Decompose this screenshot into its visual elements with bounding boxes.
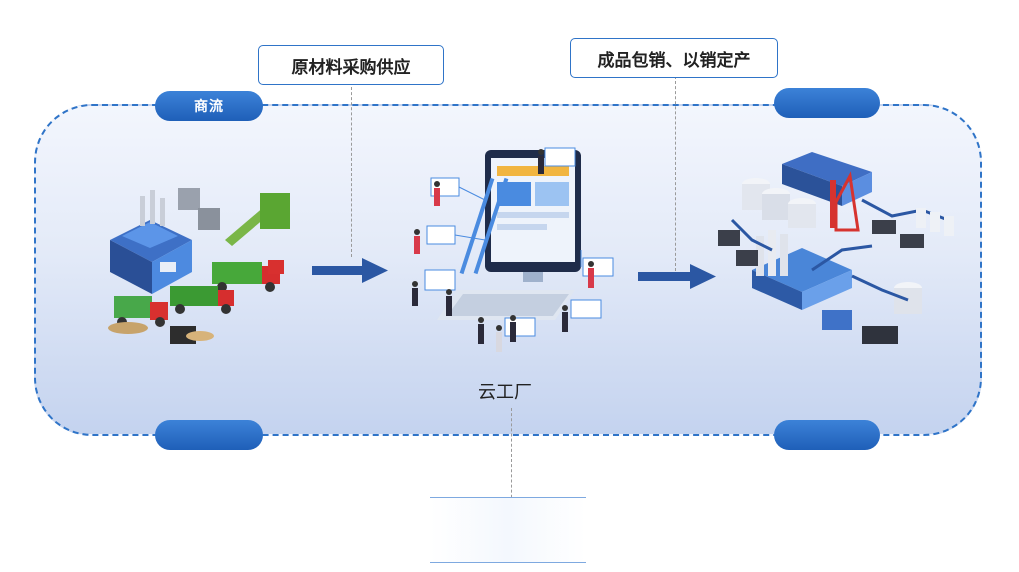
arrow-right-1 xyxy=(312,258,388,283)
label-raw-material: 原材料采购供应 xyxy=(258,45,444,85)
connector-left xyxy=(351,82,352,257)
center-caption: 云工厂 xyxy=(478,382,532,403)
factory-recycling-icon xyxy=(108,188,290,344)
label-finished-goods: 成品包销、以销定产 xyxy=(570,38,778,78)
connector-bottom xyxy=(511,408,512,508)
pill-bottom-left xyxy=(155,420,263,450)
pill-bottom-right xyxy=(774,420,880,450)
bottom-node-box xyxy=(430,497,586,563)
cloud-computer-icon xyxy=(412,147,614,352)
pill-top-right xyxy=(774,88,880,118)
industrial-plant-icon xyxy=(718,152,954,344)
connector-right xyxy=(675,76,676,271)
arrow-right-2 xyxy=(638,264,716,289)
label-finished-goods-text: 成品包销、以销定产 xyxy=(597,50,751,71)
pill-shangliu: 商流 xyxy=(155,91,263,121)
pill-shangliu-label: 商流 xyxy=(194,99,224,115)
label-raw-material-text: 原材料采购供应 xyxy=(291,57,411,78)
